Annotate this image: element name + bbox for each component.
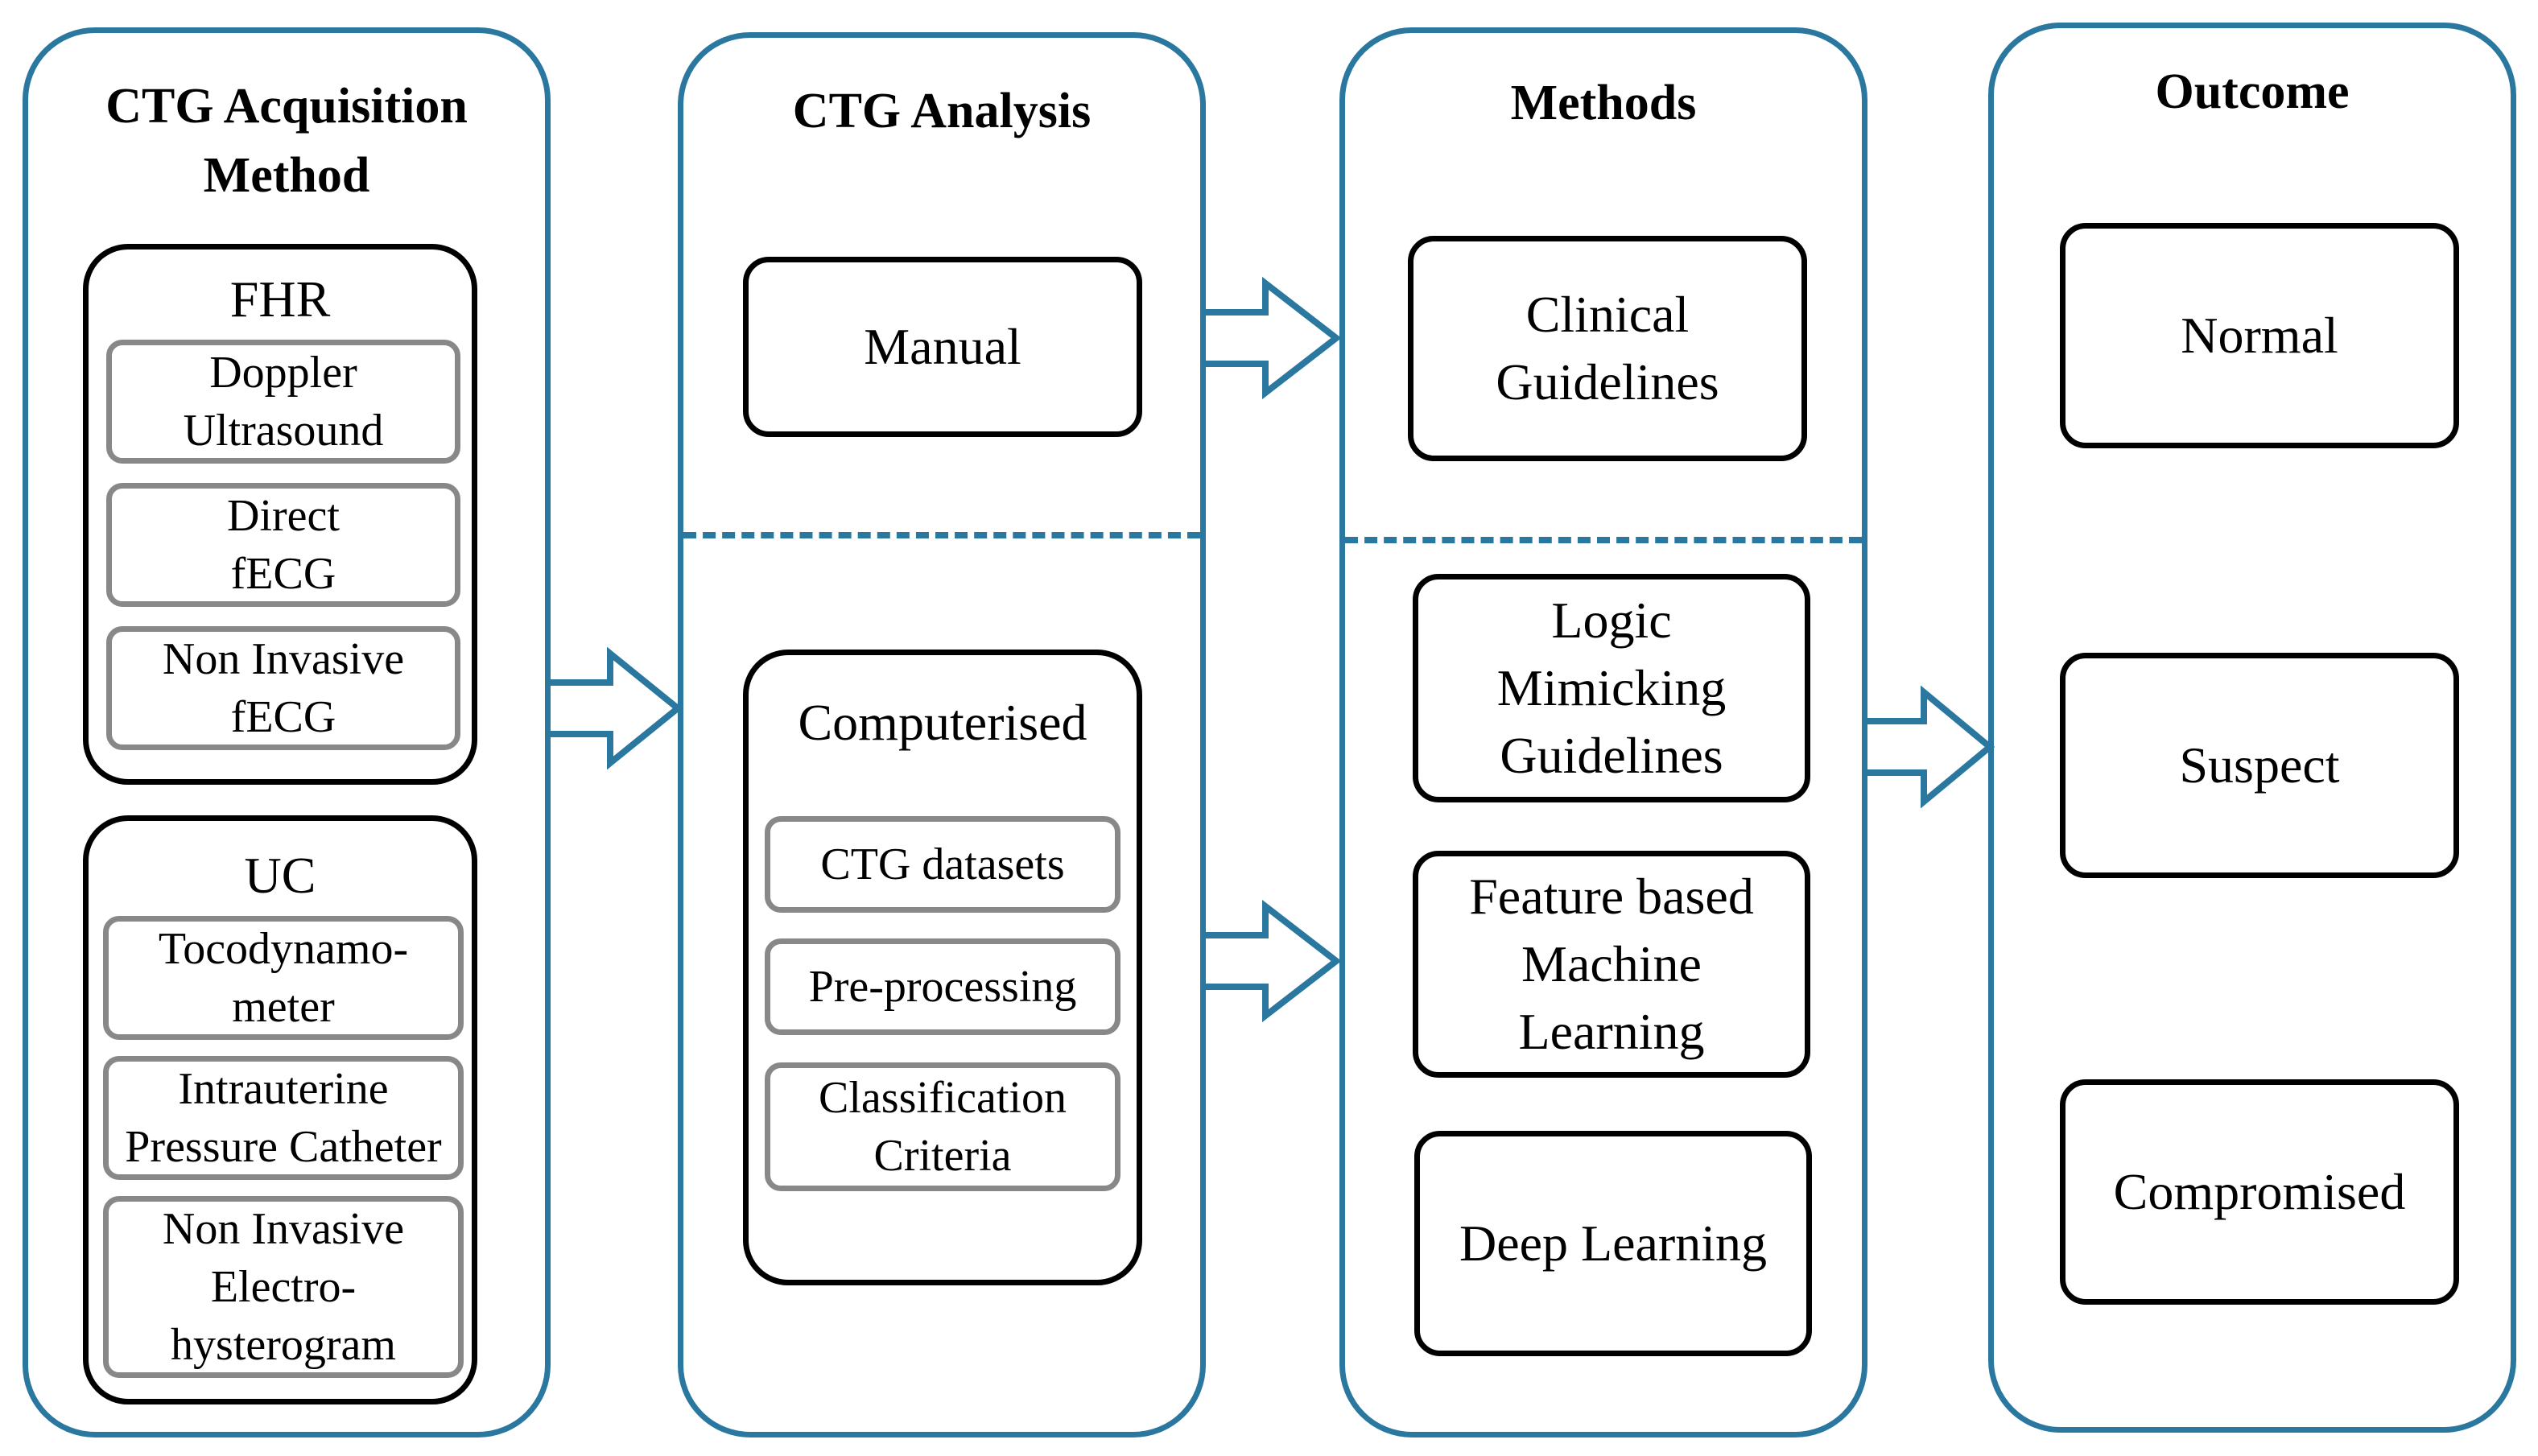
divider-analysis xyxy=(683,532,1200,538)
box-deep-learning: Deep Learning xyxy=(1414,1131,1812,1356)
group-label-fhr: FHR xyxy=(229,270,331,328)
box-logic-mimicking-guidelines: Logic Mimicking Guidelines xyxy=(1413,574,1810,802)
sub-ctg-datasets: CTG datasets xyxy=(765,816,1120,913)
sub-non-invasive-fecg: Non Invasive fECG xyxy=(106,626,460,750)
column-outcome: Outcome Normal Suspect Compromised xyxy=(1988,23,2516,1433)
sub-doppler-ultrasound: Doppler Ultrasound xyxy=(106,340,460,464)
sub-pre-processing: Pre-processing xyxy=(765,938,1120,1035)
divider-methods xyxy=(1345,537,1862,543)
group-computerised: Computerised CTG datasets Pre-processing… xyxy=(743,650,1142,1285)
column-ctg-analysis: CTG Analysis Manual Computerised CTG dat… xyxy=(678,32,1206,1437)
arrow-methods-to-outcome xyxy=(1864,685,1995,809)
arrow-computerised-to-methods xyxy=(1203,899,1342,1023)
column-title-acquisition: CTG Acquisition Method xyxy=(105,79,468,203)
column-title-outcome: Outcome xyxy=(2155,64,2350,119)
sub-non-invasive-electrohysterogram: Non Invasive Electro- hysterogram xyxy=(103,1196,464,1378)
column-title-analysis: CTG Analysis xyxy=(792,84,1092,138)
box-feature-based-machine-learning: Feature based Machine Learning xyxy=(1413,851,1810,1078)
column-methods: Methods Clinical Guidelines Logic Mimick… xyxy=(1339,27,1867,1437)
box-clinical-guidelines: Clinical Guidelines xyxy=(1408,236,1807,461)
column-ctg-acquisition-method: CTG Acquisition Method FHR Doppler Ultra… xyxy=(23,27,551,1437)
sub-intrauterine-pressure-catheter: Intrauterine Pressure Catheter xyxy=(103,1056,464,1180)
arrow-manual-to-clinical-guidelines xyxy=(1203,276,1342,400)
box-manual: Manual xyxy=(743,257,1142,437)
box-normal: Normal xyxy=(2060,223,2459,448)
column-title-methods: Methods xyxy=(1510,76,1697,130)
sub-tocodynamometer: Tocodynamo- meter xyxy=(103,916,464,1040)
group-label-computerised: Computerised xyxy=(798,694,1087,751)
box-suspect: Suspect xyxy=(2060,653,2459,878)
arrow-acquisition-to-analysis xyxy=(547,646,683,770)
group-fhr: FHR Doppler Ultrasound Direct fECG Non I… xyxy=(83,244,477,785)
sub-classification-criteria: Classification Criteria xyxy=(765,1062,1120,1191)
group-label-uc: UC xyxy=(244,847,316,904)
box-compromised: Compromised xyxy=(2060,1079,2459,1305)
sub-direct-fecg: Direct fECG xyxy=(106,483,460,607)
group-uc: UC Tocodynamo- meter Intrauterine Pressu… xyxy=(83,815,477,1404)
